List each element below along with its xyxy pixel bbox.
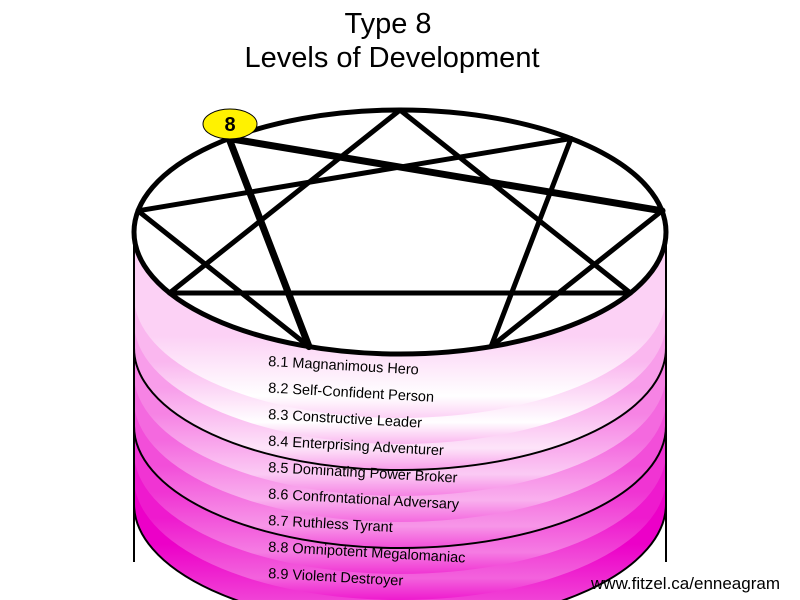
- type-badge-label: 8: [224, 114, 235, 136]
- level-label-9: 8.9 Violent Destroyer: [268, 566, 404, 590]
- title-line-2: Levels of Development: [245, 42, 540, 74]
- type-badge: [202, 108, 258, 140]
- triangle-line: [397, 107, 633, 296]
- hexad-line: [135, 208, 312, 350]
- layer-boundary-6: [133, 425, 667, 549]
- hexad-line: [488, 136, 574, 350]
- layer-boundary-3: [133, 347, 667, 471]
- footer-url: www.fitzel.ca/enneagram: [590, 574, 780, 593]
- layer-boundary-9: [133, 503, 667, 600]
- hexad-line: [135, 136, 574, 214]
- triangle-line: [167, 107, 403, 296]
- enneagram-lines: [135, 107, 666, 351]
- enneagram-circle: [131, 107, 669, 357]
- level-label-7: 8.7 Ruthless Tyrant: [268, 513, 393, 536]
- type-8-line: [225, 135, 666, 215]
- title-line-1: Type 8: [344, 8, 431, 40]
- type-8-line: [225, 135, 313, 351]
- hexad-line: [488, 208, 665, 350]
